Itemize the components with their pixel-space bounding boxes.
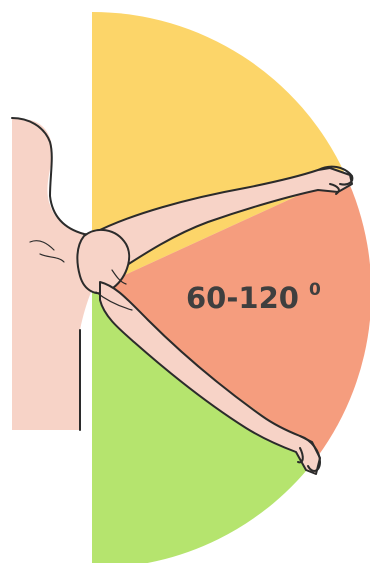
range-label-value: 60-120 [186,281,299,315]
range-label-degree: 0 [309,280,321,300]
range-label: 60-120 0 [186,280,321,315]
